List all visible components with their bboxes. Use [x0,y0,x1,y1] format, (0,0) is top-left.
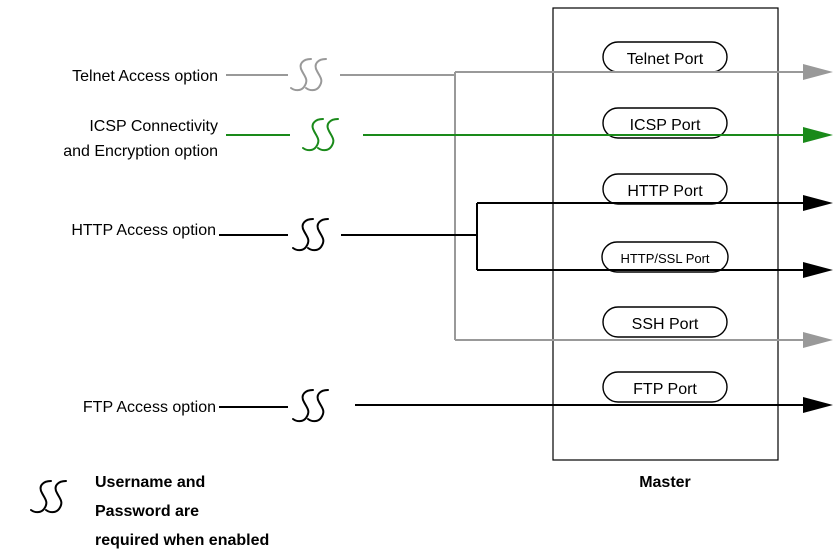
port-https-label: HTTP/SSL Port [620,251,709,266]
legend-text-line3: required when enabled [95,532,269,549]
ss-icon-http [292,218,329,252]
http-connector [219,202,805,271]
legend-ss-icon [30,480,67,514]
ss-icon-telnet [290,58,327,92]
option-http-label: HTTP Access option [71,222,216,239]
option-ftp-label: FTP Access option [83,399,216,416]
port-ftp-label: FTP Port [633,381,697,398]
port-ssh-label: SSH Port [632,316,699,333]
legend-text-line2: Password are [95,503,199,520]
port-http-label: HTTP Port [627,183,703,200]
arrow-icsp [803,127,833,143]
arrow-ftp [803,397,833,413]
port-http: HTTP Port [602,173,728,205]
option-icsp-label-line2: and Encryption option [63,143,218,160]
master-label: Master [639,474,691,491]
arrow-https [803,262,833,278]
ss-icon-ftp [292,389,329,423]
master-box [552,7,779,461]
port-telnet-label: Telnet Port [627,51,704,68]
port-ftp: FTP Port [602,371,728,403]
port-icsp-label: ICSP Port [630,117,701,134]
arrow-telnet [803,64,833,80]
port-telnet: Telnet Port [602,41,728,73]
port-https: HTTP/SSL Port [601,241,729,273]
option-telnet-label: Telnet Access option [72,68,218,85]
legend-text-line1: Username and [95,474,205,491]
ss-icon-icsp [302,118,339,152]
port-icsp: ICSP Port [602,107,728,139]
arrow-ssh [803,332,833,348]
arrow-http [803,195,833,211]
telnet-connector [226,71,805,341]
option-icsp-label-line1: ICSP Connectivity [89,118,218,135]
port-ssh: SSH Port [602,306,728,338]
ftp-connector [219,404,805,408]
